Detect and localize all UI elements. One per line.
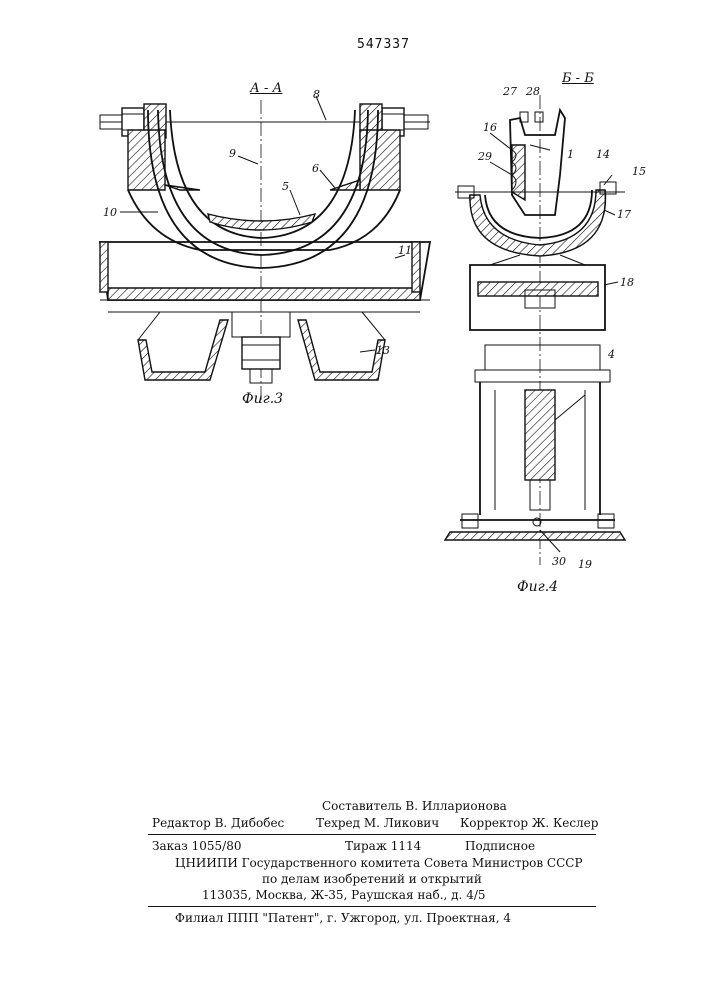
branch-line: Филиал ППП "Патент", г. Ужгород, ул. Про… <box>175 912 511 924</box>
fig4-label-27: 27 <box>502 85 517 98</box>
imprint-divider-2 <box>148 906 596 907</box>
fig4-label-29: 29 <box>477 150 492 163</box>
fig4-label-15: 15 <box>632 165 646 178</box>
affairs-line: по делам изобретений и открытий <box>262 873 482 885</box>
fig4-label-18: 18 <box>620 276 634 289</box>
fig4-caption: Фиг.4 <box>517 580 558 594</box>
fig4-label-16: 16 <box>483 121 497 134</box>
fig4-label-28: 28 <box>525 85 540 98</box>
institute-line: ЦНИИПИ Государственного комитета Совета … <box>175 857 583 869</box>
techred-line: Техред М. Ликович <box>316 817 439 829</box>
fig4-label-4: 4 <box>607 348 615 361</box>
editor-line: Редактор В. Дибобес <box>152 817 284 829</box>
fig4-label-17: 17 <box>617 208 631 221</box>
imprint-divider <box>148 834 596 835</box>
fig4-label-30: 30 <box>552 555 566 568</box>
order-line: Заказ 1055/80 <box>152 840 242 852</box>
address-line: 113035, Москва, Ж-35, Раушская наб., д. … <box>202 889 486 901</box>
fig4-label-19: 19 <box>578 558 592 571</box>
fig4-label-1: 1 <box>567 148 574 161</box>
subscription-line: Подписное <box>465 840 535 852</box>
circulation-line: Тираж 1114 <box>345 840 421 852</box>
corrector-line: Корректор Ж. Кеслер <box>460 817 598 829</box>
composer-line: Составитель В. Илларионова <box>322 800 507 812</box>
fig4-label-14: 14 <box>596 148 610 161</box>
